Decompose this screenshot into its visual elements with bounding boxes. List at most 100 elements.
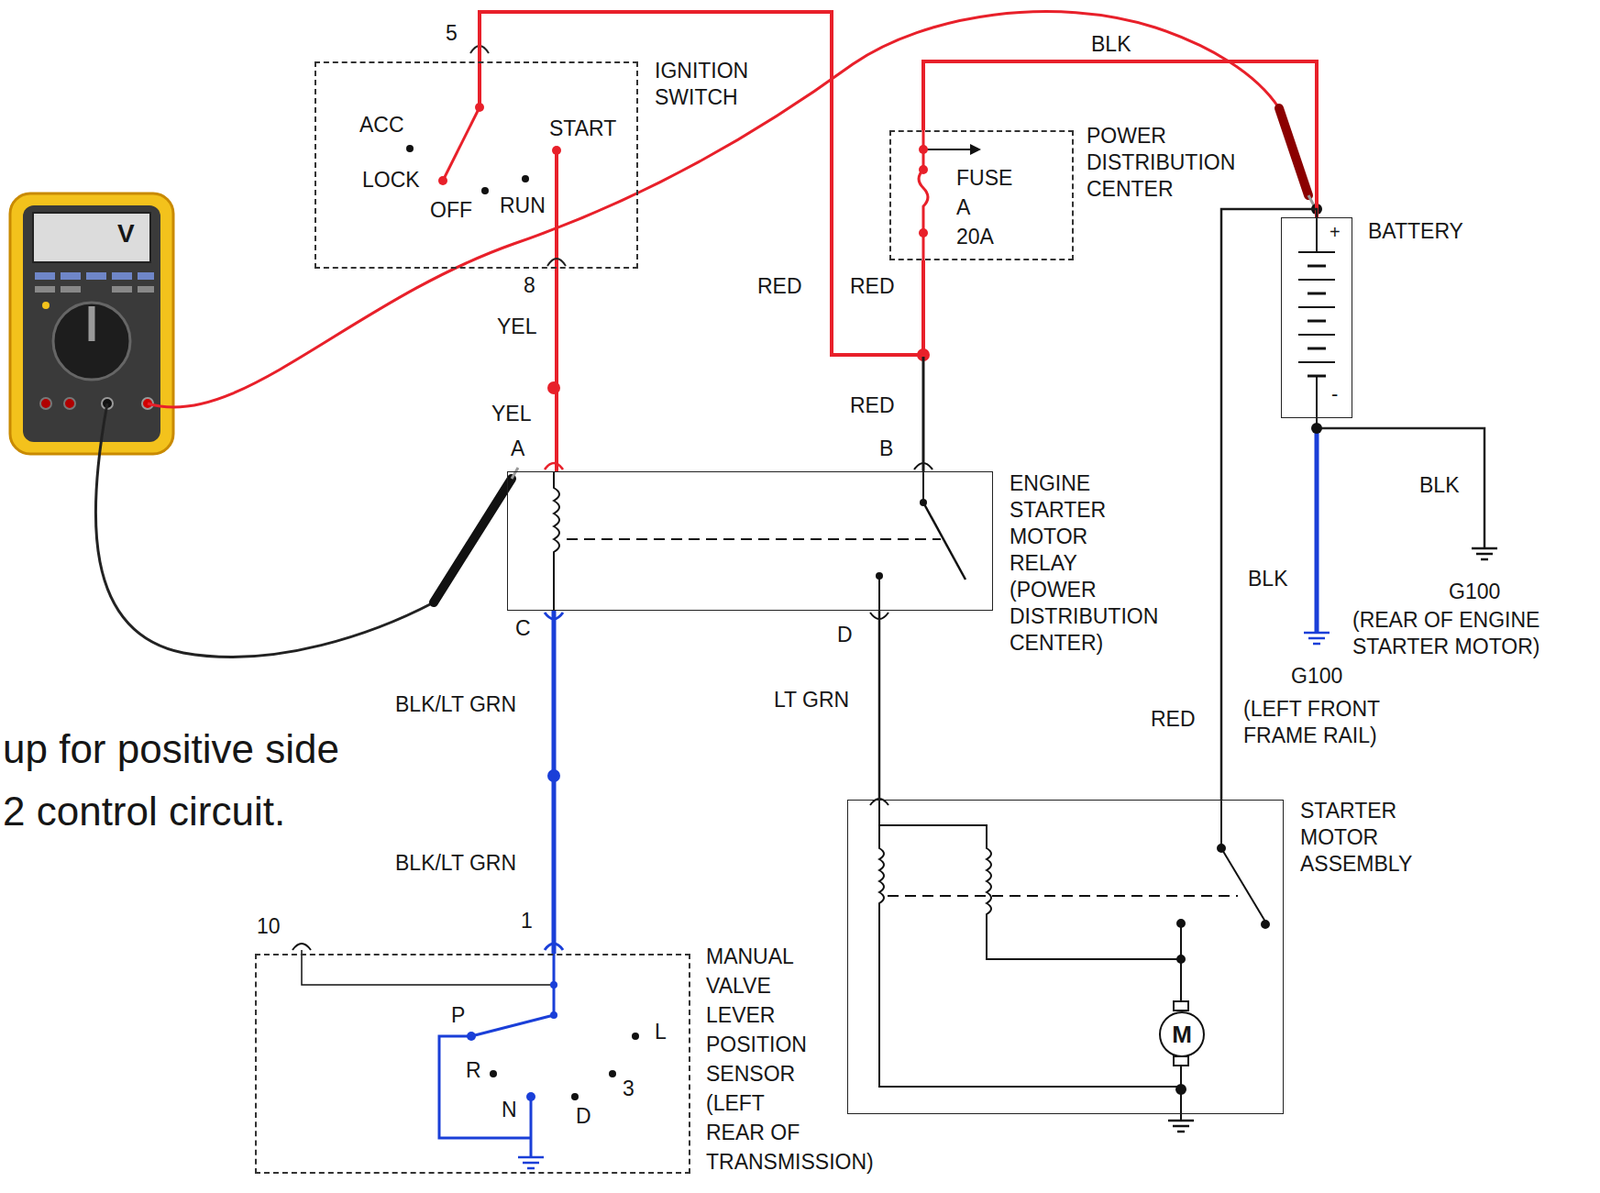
pin-letter: C bbox=[515, 615, 531, 642]
fuse-rating: FUSE A 20A bbox=[956, 163, 1012, 252]
starter-internals-part bbox=[1173, 1001, 1189, 1011]
relay-internals bbox=[544, 463, 966, 619]
ignition-switch-contacts-part bbox=[547, 258, 566, 266]
component-name: STARTER MOTOR ASSEMBLY bbox=[1300, 797, 1402, 878]
ignition-switch-contacts-part bbox=[406, 144, 414, 153]
multimeter-part bbox=[42, 301, 50, 309]
battery-cells-part bbox=[1315, 375, 1318, 429]
multimeter-part bbox=[60, 286, 81, 293]
battery-cells-part bbox=[1298, 251, 1336, 254]
multimeter-part bbox=[137, 286, 155, 293]
battery-ground-straps-part bbox=[1316, 428, 1485, 549]
ignition-switch-contacts-part bbox=[481, 187, 489, 195]
wire-splices bbox=[547, 348, 930, 783]
gear-position: R bbox=[465, 1057, 482, 1084]
ignition-switch-contacts-part bbox=[442, 107, 480, 181]
relay-internals-part bbox=[922, 471, 925, 503]
test-leads-part bbox=[147, 11, 1280, 409]
fuse-symbol-part bbox=[923, 148, 972, 151]
sensor-internals-part bbox=[608, 1070, 617, 1078]
ignition-switch-contacts bbox=[406, 36, 566, 269]
sensor-internals-part bbox=[439, 1036, 531, 1138]
relay-internals-part bbox=[544, 463, 563, 470]
wire-color: YEL bbox=[491, 400, 531, 428]
pin-letter: B bbox=[879, 435, 894, 463]
multimeter-part bbox=[22, 205, 161, 442]
relay-internals-part bbox=[553, 471, 560, 611]
component-name: POWER DISTRIBUTION CENTER bbox=[1086, 122, 1188, 203]
fuse-symbol-part bbox=[970, 143, 982, 155]
gear-position: N bbox=[501, 1096, 518, 1124]
sensor-internals-part bbox=[550, 1011, 558, 1019]
wire bbox=[551, 610, 557, 954]
battery-cells-part bbox=[1307, 347, 1326, 351]
wire bbox=[479, 11, 924, 355]
ground-id: G100 bbox=[1291, 662, 1343, 690]
motor-letter: M bbox=[1171, 1020, 1192, 1049]
fuse-symbol-part bbox=[918, 130, 928, 261]
wire-color: BLK/LT GRN bbox=[395, 691, 517, 718]
starter-internals-part bbox=[879, 825, 1181, 960]
switch-position: START bbox=[549, 115, 617, 143]
battery-cells-part bbox=[1298, 278, 1336, 281]
wire-color: BLK bbox=[1091, 31, 1131, 58]
multimeter-part bbox=[53, 302, 131, 380]
wire-color: RED bbox=[757, 273, 803, 300]
wire-color: YEL bbox=[496, 313, 537, 341]
pin-letter: D bbox=[837, 621, 853, 649]
starter-internals-part bbox=[1177, 919, 1185, 927]
multimeter-part bbox=[86, 272, 107, 280]
caption-text: up for positive side bbox=[2, 724, 340, 773]
sensor-internals-part bbox=[571, 1092, 579, 1101]
sensor-internals-part bbox=[526, 1092, 536, 1102]
switch-position: ACC bbox=[359, 111, 405, 139]
battery-cells-part bbox=[1315, 217, 1318, 253]
test-leads-part bbox=[95, 403, 434, 657]
switch-position: RUN bbox=[499, 192, 546, 220]
meter-display: V bbox=[117, 219, 135, 249]
multimeter-part bbox=[33, 212, 151, 263]
battery-ground-straps-part bbox=[1311, 422, 1323, 434]
fuse-symbol-part bbox=[918, 228, 928, 238]
multimeter-part bbox=[34, 286, 56, 293]
multimeter-part bbox=[10, 193, 174, 454]
multimeter-part bbox=[40, 397, 52, 409]
sensor-internals-part bbox=[529, 1096, 533, 1158]
switch-position: OFF bbox=[430, 197, 473, 224]
multimeter-part bbox=[111, 272, 133, 280]
starter-internals-part bbox=[1221, 799, 1266, 922]
ground-location: (LEFT FRONT FRAME RAIL) bbox=[1243, 695, 1427, 750]
ignition-switch-contacts-part bbox=[554, 150, 559, 269]
battery-cells-part bbox=[1307, 264, 1326, 268]
wire-color: RED bbox=[849, 273, 895, 300]
battery: BATTERY+- bbox=[1280, 217, 1353, 419]
pin-letter: A bbox=[510, 435, 525, 463]
wire-color: RED bbox=[1150, 706, 1196, 733]
terminal-sign: - bbox=[1331, 382, 1338, 407]
sensor-internals-part bbox=[471, 1015, 554, 1037]
sensor-internals-part bbox=[489, 1070, 497, 1078]
starter-internals bbox=[870, 798, 1269, 1132]
test-leads-part bbox=[433, 478, 512, 603]
component-name: MANUAL VALVE LEVER POSITION SENSOR (LEFT… bbox=[706, 941, 807, 1177]
ignition-switch-contacts-part bbox=[521, 175, 530, 183]
component-name: ENGINE STARTER MOTOR RELAY (POWER DISTRI… bbox=[1009, 470, 1111, 657]
starter-relay: ENGINE STARTER MOTOR RELAY (POWER DISTRI… bbox=[507, 471, 994, 611]
multimeter-part bbox=[34, 272, 56, 280]
sensor-internals-part bbox=[466, 1031, 476, 1041]
wire-color: BLK/LT GRN bbox=[395, 849, 517, 877]
battery-cells-part bbox=[1298, 333, 1336, 336]
multimeter-part bbox=[60, 272, 81, 280]
multimeter-part bbox=[137, 272, 155, 280]
sensor-internals bbox=[292, 943, 640, 1169]
position-sensor: MANUAL VALVE LEVER POSITION SENSOR (LEFT… bbox=[254, 953, 691, 1174]
gear-position: D bbox=[575, 1103, 592, 1130]
relay-internals-part bbox=[566, 538, 941, 541]
multimeter-part bbox=[111, 286, 133, 293]
pin-number: 1 bbox=[520, 907, 533, 935]
motor-symbol: M bbox=[1158, 1011, 1205, 1058]
wire-color: BLK bbox=[1419, 472, 1459, 499]
test-leads-part bbox=[1279, 108, 1309, 196]
test-leads bbox=[95, 11, 1315, 658]
